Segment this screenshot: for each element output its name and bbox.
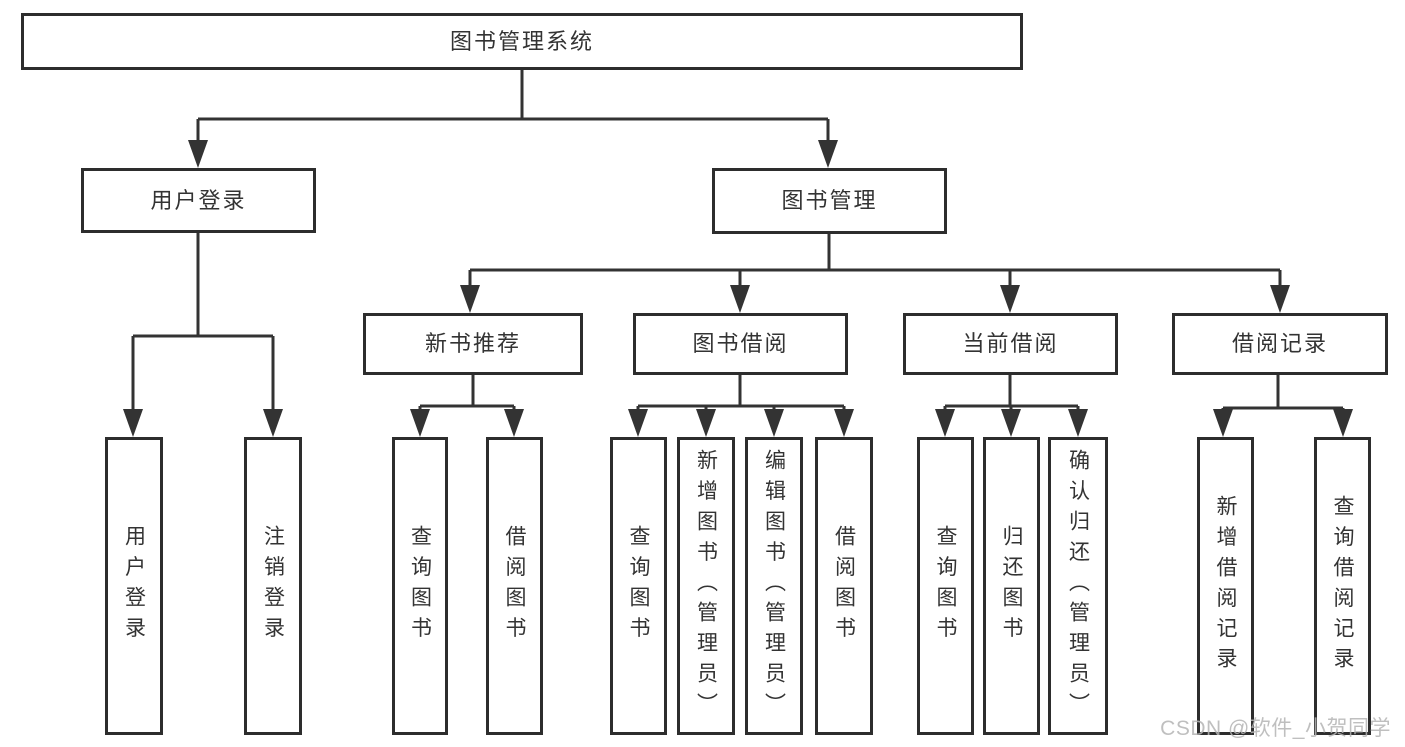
leaf-edit-book-admin: 编辑图书（管理员） bbox=[745, 437, 803, 735]
leaf-confirm-return-admin: 确认归还（管理员） bbox=[1048, 437, 1108, 735]
leaf-borrow-books: 借阅图书 bbox=[486, 437, 543, 735]
leaf-add-borrow-record: 新增借阅记录 bbox=[1197, 437, 1254, 735]
leaf-logout: 注销登录 bbox=[244, 437, 302, 735]
csdn-watermark: CSDN @软件_小贺同学 bbox=[1160, 717, 1391, 740]
node-user-login: 用户登录 bbox=[81, 168, 316, 233]
node-root: 图书管理系统 bbox=[21, 13, 1023, 70]
node-new-book-recommend: 新书推荐 bbox=[363, 313, 583, 375]
leaf-query-borrow-record: 查询借阅记录 bbox=[1314, 437, 1371, 735]
leaf-query-books: 查询图书 bbox=[392, 437, 448, 735]
leaf-query-books: 查询图书 bbox=[917, 437, 974, 735]
node-borrow-records: 借阅记录 bbox=[1172, 313, 1388, 375]
leaf-query-books: 查询图书 bbox=[610, 437, 667, 735]
node-current-borrow: 当前借阅 bbox=[903, 313, 1118, 375]
node-book-management: 图书管理 bbox=[712, 168, 947, 234]
leaf-add-book-admin: 新增图书（管理员） bbox=[677, 437, 735, 735]
leaf-borrow-books: 借阅图书 bbox=[815, 437, 873, 735]
leaf-user-login: 用户登录 bbox=[105, 437, 163, 735]
leaf-return-book: 归还图书 bbox=[983, 437, 1040, 735]
node-book-borrow: 图书借阅 bbox=[633, 313, 848, 375]
